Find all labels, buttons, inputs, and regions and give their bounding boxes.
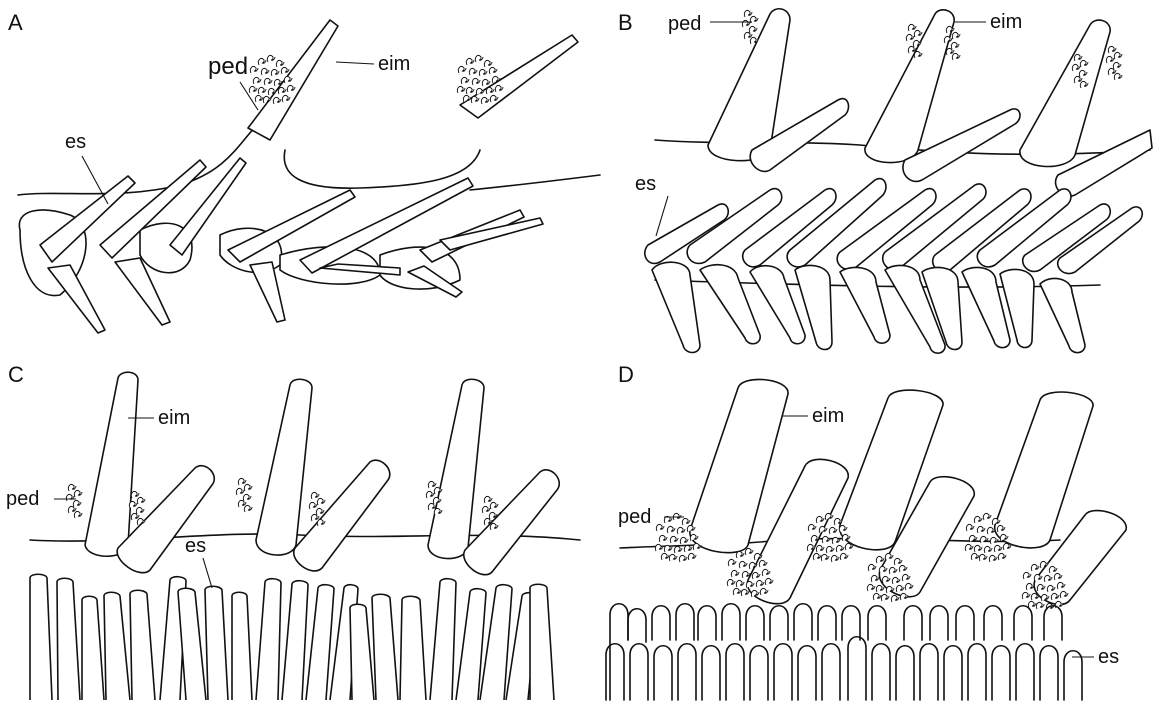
- panel-a: A ped eim es: [8, 10, 600, 333]
- panel-b-letter: B: [618, 10, 633, 35]
- panel-b-es-row: [652, 262, 1085, 353]
- panel-a-leader-eim: [336, 62, 374, 64]
- panel-b-eim-spine: [865, 10, 954, 163]
- panel-a-leader-es: [82, 156, 108, 204]
- panel-d-es-row-2: [606, 637, 1082, 700]
- panel-c-eim-spine: [85, 372, 138, 556]
- panel-b-es-row: [645, 179, 1142, 274]
- panel-c-label-eim: eim: [158, 407, 190, 429]
- panel-c: C: [6, 362, 580, 700]
- panel-c-pedicellaria: [236, 478, 252, 512]
- panel-d-label-es: es: [1098, 646, 1119, 668]
- panel-c-small-spine: [464, 470, 560, 575]
- panel-c-eim-spine: [256, 379, 312, 555]
- panel-d-label-ped: ped: [618, 506, 651, 528]
- panel-a-label-es: es: [65, 131, 86, 153]
- panel-a-body-line-2: [284, 150, 480, 188]
- panel-c-label-es: es: [185, 535, 206, 557]
- panel-b-label-eim: eim: [990, 11, 1022, 33]
- panel-a-spine: [250, 262, 285, 322]
- panel-a-body-line-3: [470, 175, 600, 190]
- panel-b-label-ped: ped: [668, 13, 701, 35]
- panel-d-label-eim: eim: [812, 405, 844, 427]
- panel-d: D: [606, 362, 1126, 700]
- panel-b-pedicellaria: [742, 10, 758, 44]
- panel-b: B: [618, 9, 1152, 353]
- panel-c-small-spine: [294, 460, 390, 571]
- panel-c-letter: C: [8, 362, 24, 387]
- panel-a-eim-spine: [460, 35, 578, 118]
- panel-c-pedicellaria: [66, 484, 82, 518]
- panel-c-es-row: [30, 574, 554, 700]
- panel-b-label-es: es: [635, 173, 656, 195]
- panel-a-label-ped: ped: [208, 53, 248, 80]
- panel-a-label-eim: eim: [378, 53, 410, 75]
- panel-b-eim-spine: [1020, 20, 1110, 166]
- panel-c-pedicellaria: [309, 492, 325, 526]
- panel-c-pedicellaria: [129, 491, 145, 525]
- panel-d-letter: D: [618, 362, 634, 387]
- panel-b-leader-es: [656, 196, 668, 236]
- panel-a-letter: A: [8, 10, 23, 35]
- panel-a-leader-ped: [240, 82, 258, 110]
- panel-c-eim-spine: [428, 379, 484, 558]
- panel-b-pedicellaria: [1106, 46, 1122, 80]
- panel-c-label-ped: ped: [6, 488, 39, 510]
- panel-a-eim-spine: [248, 20, 338, 140]
- panel-d-eim-spine: [690, 379, 788, 552]
- panel-c-leader-es: [203, 558, 212, 588]
